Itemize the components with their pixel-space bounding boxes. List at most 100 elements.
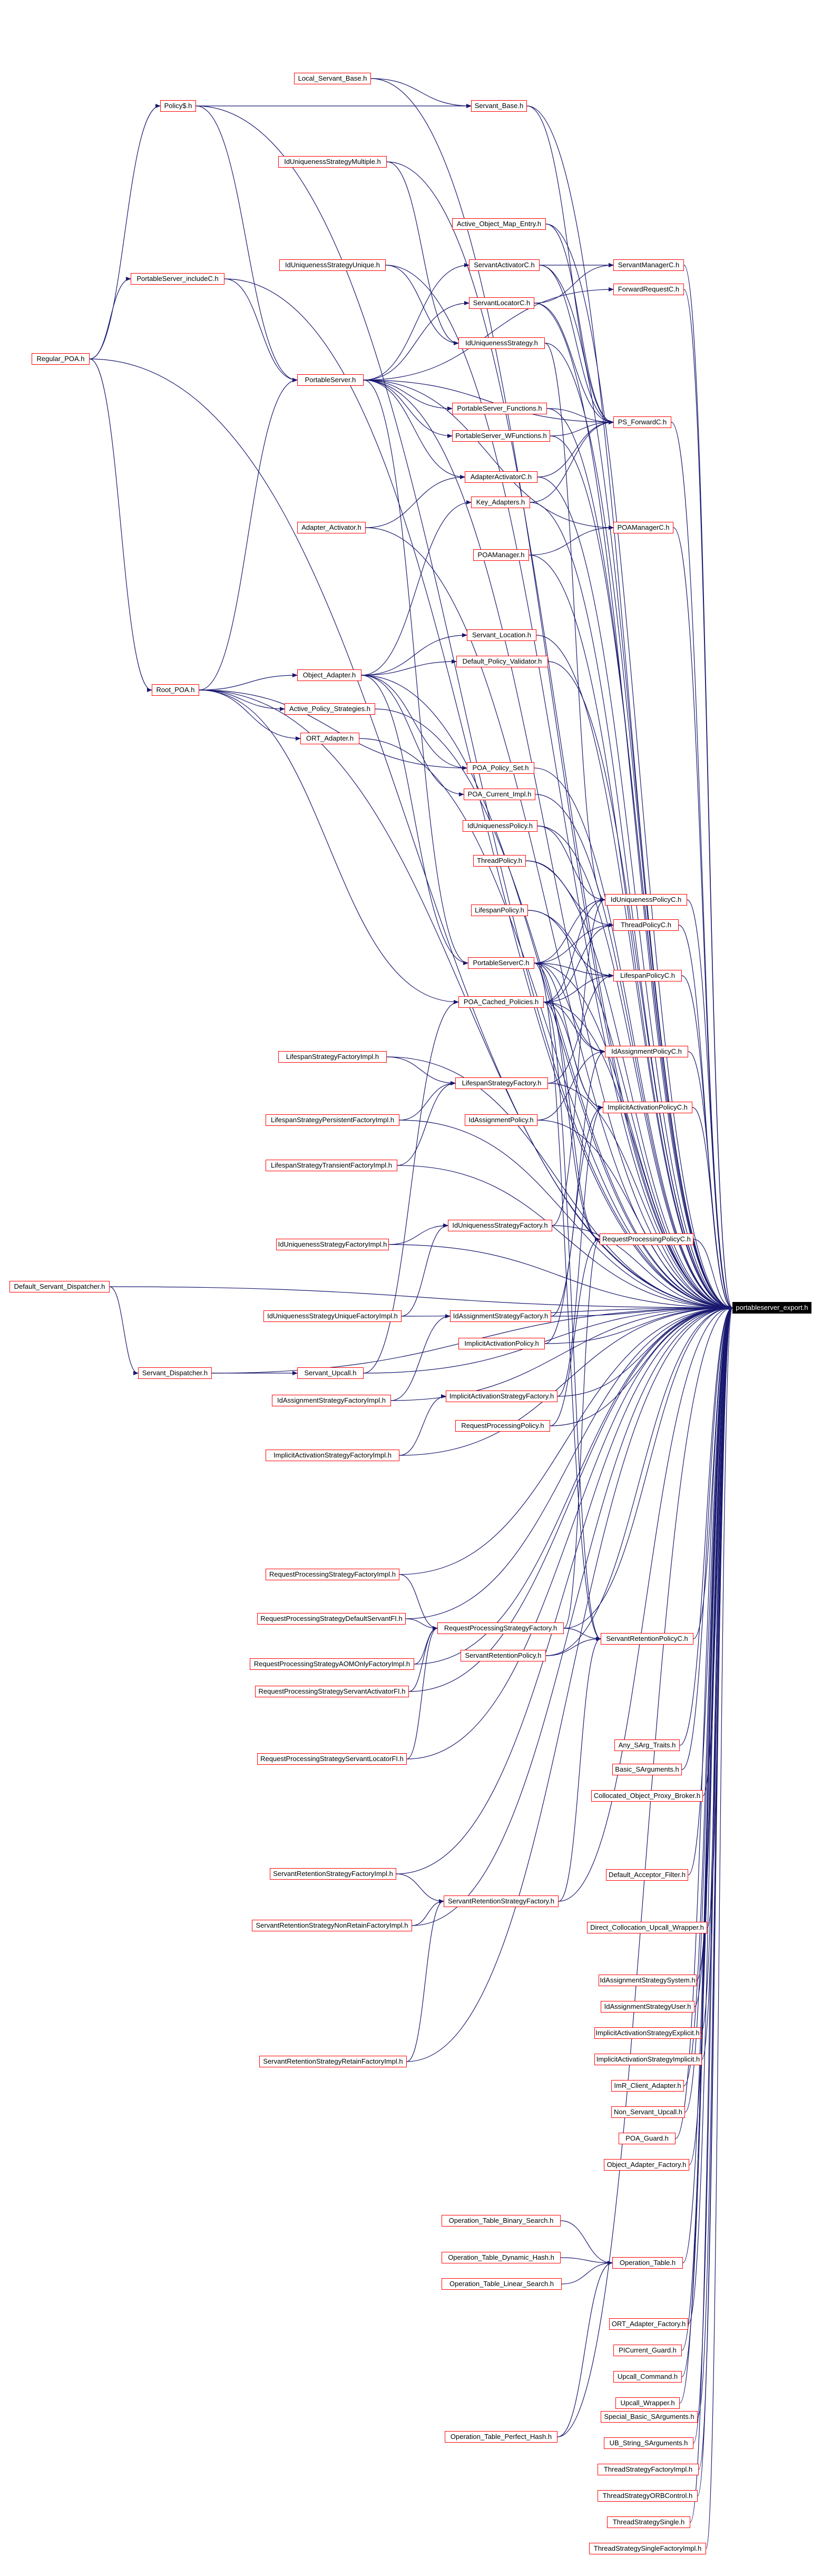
graph-node-thread-orbcontrol[interactable]: ThreadStrategyORBControl.h [598,2490,698,2502]
graph-node-iduniq-factory[interactable]: IdUniquenessStrategyFactory.h [448,1220,552,1231]
graph-node-thread-single-factory-impl[interactable]: ThreadStrategySingleFactoryImpl.h [589,2543,706,2554]
graph-node-implicitactivationpolicyc[interactable]: ImplicitActivationPolicyC.h [603,1102,692,1113]
graph-node-default-acceptor-filter[interactable]: Default_Acceptor_Filter.h [606,1869,688,1881]
graph-node-direct-collocation-upcall-wrapper[interactable]: Direct_Collocation_Upcall_Wrapper.h [587,1922,707,1933]
graph-node-optable-dynamic[interactable]: Operation_Table_Dynamic_Hash.h [442,2252,561,2263]
graph-node-servret-retain[interactable]: ServantRetentionStrategyRetainFactoryImp… [259,2056,407,2067]
graph-node-servantretentionpolicy[interactable]: ServantRetentionPolicy.h [461,1650,546,1661]
graph-node-ort-adapter[interactable]: ORT_Adapter.h [300,733,359,744]
graph-node-reqproc-factory[interactable]: RequestProcessingStrategyFactory.h [437,1622,564,1634]
graph-node-basic-sarguments[interactable]: Basic_SArguments.h [612,1764,682,1775]
graph-node-threadpolicy[interactable]: ThreadPolicy.h [473,855,526,867]
graph-node-lifespanpolicyc[interactable]: LifespanPolicyC.h [613,970,682,981]
graph-node-reqproc-servant-activator[interactable]: RequestProcessingStrategyServantActivato… [255,1686,409,1697]
graph-node-servant-base[interactable]: Servant_Base.h [471,100,527,112]
graph-node-reqproc-aom-only[interactable]: RequestProcessingStrategyAOMOnlyFactoryI… [250,1658,414,1670]
graph-node-any-sarg-traits[interactable]: Any_SArg_Traits.h [614,1739,680,1751]
graph-node-thread-factory-impl[interactable]: ThreadStrategyFactoryImpl.h [598,2464,699,2475]
graph-node-active-object-map-entry[interactable]: Active_Object_Map_Entry.h [452,218,546,230]
graph-node-servantlocatorc[interactable]: ServantLocatorC.h [469,297,534,309]
graph-node-implicit-explicit[interactable]: ImplicitActivationStrategyExplicit.h [594,2027,701,2039]
graph-node-idassign-user[interactable]: IdAssignmentStrategyUser.h [601,2001,694,2013]
graph-node-poamanager[interactable]: POAManager.h [473,549,529,561]
graph-node-portableserver[interactable]: PortableServer.h [297,374,364,386]
graph-node-regular-poa[interactable]: Regular_POA.h [32,353,90,365]
graph-node-servantactivatorc[interactable]: ServantActivatorC.h [469,259,540,271]
graph-node-active-policy-strategies[interactable]: Active_Policy_Strategies.h [285,703,375,715]
graph-node-portableserver-functions[interactable]: PortableServer_Functions.h [452,403,547,414]
graph-node-servant-location[interactable]: Servant_Location.h [467,629,536,641]
graph-node-optable-binary[interactable]: Operation_Table_Binary_Search.h [442,2215,561,2227]
graph-node-reqproc-servant-locator[interactable]: RequestProcessingStrategyServantLocatorF… [257,1753,407,1765]
graph-node-implicitactivationpolicy[interactable]: ImplicitActivationPolicy.h [458,1338,545,1349]
graph-node-picurrent-guard[interactable]: PICurrent_Guard.h [613,2345,682,2356]
graph-node-idassign-system[interactable]: IdAssignmentStrategySystem.h [599,1975,697,1986]
graph-node-policy-s[interactable]: Policy$.h [160,100,196,112]
graph-node-lifespanpolicy[interactable]: LifespanPolicy.h [471,905,528,916]
graph-node-optable-linear[interactable]: Operation_Table_Linear_Search.h [442,2278,562,2290]
graph-node-ub-string-sarguments[interactable]: UB_String_SArguments.h [604,2437,693,2449]
graph-node-servantretentionpolicyc[interactable]: ServantRetentionPolicyC.h [601,1633,693,1645]
graph-node-lifespan-transient[interactable]: LifespanStrategyTransientFactoryImpl.h [266,1160,397,1171]
graph-node-servret-factory[interactable]: ServantRetentionStrategyFactory.h [444,1895,559,1907]
graph-node-servant-upcall[interactable]: Servant_Upcall.h [297,1367,364,1379]
graph-node-upcall-command[interactable]: Upcall_Command.h [613,2371,682,2383]
graph-node-upcall-wrapper[interactable]: Upcall_Wrapper.h [615,2397,680,2409]
graph-node-target[interactable]: portableserver_export.h [732,1302,811,1314]
graph-node-object-adapter-factory[interactable]: Object_Adapter_Factory.h [604,2159,689,2171]
graph-node-lifespan-persistent[interactable]: LifespanStrategyPersistentFactoryImpl.h [266,1114,399,1126]
graph-node-default-servant-dispatcher[interactable]: Default_Servant_Dispatcher.h [9,1281,110,1292]
graph-node-idassignmentpolicyc[interactable]: IdAssignmentPolicyC.h [605,1046,688,1057]
graph-node-ps-forwardc[interactable]: PS_ForwardC.h [613,416,671,428]
graph-node-idassign-factory[interactable]: IdAssignmentStrategyFactory.h [450,1310,551,1322]
graph-node-poa-guard[interactable]: POA_Guard.h [619,2133,676,2144]
graph-node-ort-adapter-factory[interactable]: ORT_Adapter_Factory.h [609,2318,688,2330]
graph-node-poa-cached-policies[interactable]: POA_Cached_Policies.h [458,996,544,1008]
graph-node-threadpolicyc[interactable]: ThreadPolicyC.h [613,919,679,931]
graph-node-adapter-activator[interactable]: Adapter_Activator.h [297,522,366,533]
graph-node-requestprocessingpolicyc[interactable]: RequestProcessingPolicyC.h [600,1233,693,1245]
graph-node-local-servant-base[interactable]: Local_Servant_Base.h [294,73,371,84]
graph-node-collocated-object-proxy-broker[interactable]: Collocated_Object_Proxy_Broker.h [591,1790,703,1802]
graph-node-servret-nonretain[interactable]: ServantRetentionStrategyNonRetainFactory… [252,1920,412,1931]
graph-node-poa-policy-set[interactable]: POA_Policy_Set.h [467,762,534,774]
graph-node-poa-current-impl[interactable]: POA_Current_Impl.h [464,789,535,800]
graph-node-portableserverc[interactable]: PortableServerC.h [468,957,534,969]
graph-node-implicit-factory[interactable]: ImplicitActivationStrategyFactory.h [446,1391,557,1402]
graph-node-servantmanagerc[interactable]: ServantManagerC.h [613,259,684,271]
graph-node-servant-dispatcher[interactable]: Servant_Dispatcher.h [138,1367,212,1379]
graph-node-forwardrequestc[interactable]: ForwardRequestC.h [613,284,684,295]
graph-node-iduniquenesspolicy[interactable]: IdUniquenessPolicy.h [463,820,537,832]
graph-node-implicit-implicit[interactable]: ImplicitActivationStrategyImplicit.h [594,2054,702,2065]
graph-node-lifespan-factory[interactable]: LifespanStrategyFactory.h [455,1077,548,1089]
graph-node-reqproc-default-servant[interactable]: RequestProcessingStrategyDefaultServantF… [257,1613,406,1625]
graph-node-optable-perfect[interactable]: Operation_Table_Perfect_Hash.h [445,2431,557,2443]
graph-node-thread-single[interactable]: ThreadStrategySingle.h [607,2516,690,2528]
graph-node-operation-table[interactable]: Operation_Table.h [612,2257,683,2269]
graph-node-default-policy-validator[interactable]: Default_Policy_Validator.h [456,656,548,667]
graph-node-iduniq-strategy[interactable]: IdUniquenessStrategy.h [458,337,545,349]
graph-node-adapteractivatorc[interactable]: AdapterActivatorC.h [465,471,537,483]
graph-node-portableserver-wfunctions[interactable]: PortableServer_WFunctions.h [452,430,550,442]
graph-node-idassign-factory-impl[interactable]: IdAssignmentStrategyFactoryImpl.h [272,1395,391,1406]
graph-node-iduniq-factory-impl[interactable]: IdUniquenessStrategyFactoryImpl.h [276,1239,389,1250]
graph-node-implicit-factory-impl[interactable]: ImplicitActivationStrategyFactoryImpl.h [266,1450,399,1461]
graph-node-servret-factory-impl[interactable]: ServantRetentionStrategyFactoryImpl.h [270,1868,396,1880]
graph-node-poamanagerc[interactable]: POAManagerC.h [613,522,673,533]
graph-node-iduniquenesspolicyc[interactable]: IdUniquenessPolicyC.h [605,894,687,906]
graph-node-lifespan-factory-impl[interactable]: LifespanStrategyFactoryImpl.h [278,1051,387,1063]
graph-node-requestprocessingpolicy[interactable]: RequestProcessingPolicy.h [455,1420,550,1432]
graph-node-iduniq-unique[interactable]: IdUniquenessStrategyUnique.h [279,259,386,271]
graph-node-portableserver-includec[interactable]: PortableServer_includeC.h [131,273,224,285]
graph-node-key-adapters[interactable]: Key_Adapters.h [471,497,530,508]
graph-node-root-poa[interactable]: Root_POA.h [152,684,199,696]
graph-node-special-basic-sarguments[interactable]: Special_Basic_SArguments.h [601,2411,698,2423]
graph-node-iduniq-unique-factory-impl[interactable]: IdUniquenessStrategyUniqueFactoryImpl.h [263,1310,402,1322]
graph-node-non-servant-upcall[interactable]: Non_Servant_Upcall.h [611,2106,685,2118]
graph-node-object-adapter[interactable]: Object_Adapter.h [297,669,361,681]
include-edge-object-adapter-to-default-policy-validator [361,659,457,676]
graph-node-idassignmentpolicy[interactable]: IdAssignmentPolicy.h [465,1114,537,1126]
graph-node-imr-client-adapter[interactable]: ImR_Client_Adapter.h [611,2080,684,2092]
graph-node-reqproc-factory-impl[interactable]: RequestProcessingStrategyFactoryImpl.h [266,1569,399,1580]
graph-node-iduniq-multiple[interactable]: IdUniquenessStrategyMultiple.h [278,156,387,168]
